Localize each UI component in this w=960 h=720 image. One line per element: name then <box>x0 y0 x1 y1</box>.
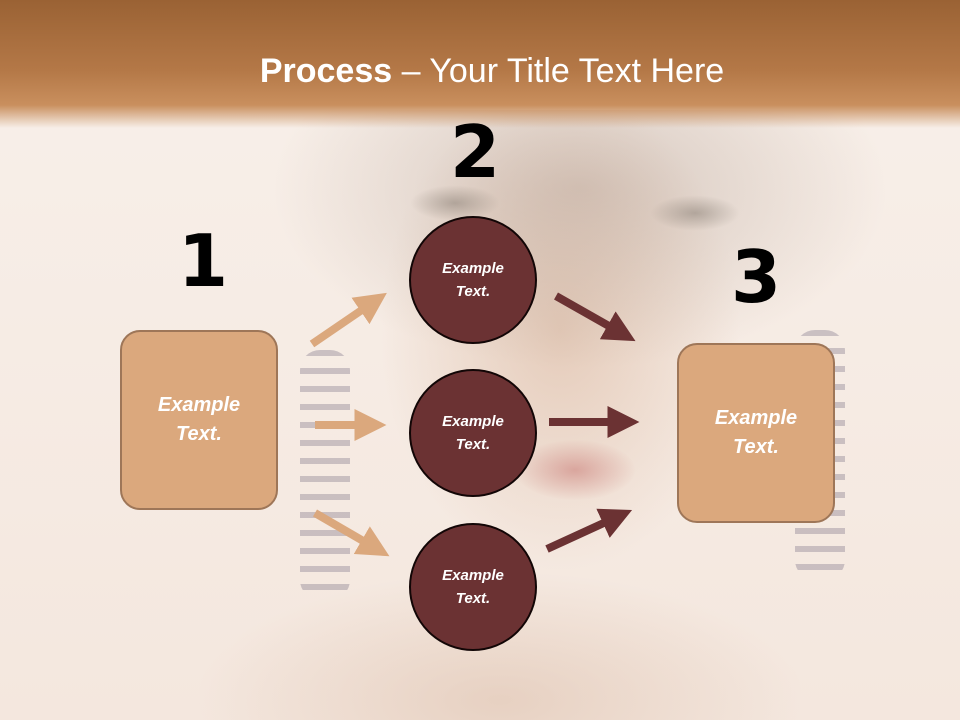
title-bold: Process <box>259 52 393 90</box>
right-eye-shading <box>650 195 740 231</box>
circle-top: Example Text. <box>409 216 537 344</box>
circle-bottom-line2: Text. <box>455 590 491 607</box>
step-3-line2: Text. <box>733 436 779 458</box>
left-eye-shading <box>410 185 500 221</box>
step-1-box: Example Text. <box>120 330 278 510</box>
step-3-line1: Example <box>714 407 798 429</box>
step-number-1: 1 <box>178 219 229 303</box>
lips-shading <box>515 440 635 500</box>
title-bar <box>0 0 960 128</box>
step-3-box: Example Text. <box>677 343 835 523</box>
arrow-1-to-top <box>309 292 387 348</box>
left-earring <box>300 350 350 600</box>
circle-bottom-line1: Example <box>442 567 504 584</box>
arrow-1-to-bottom <box>312 509 390 557</box>
step-number-2: 2 <box>450 110 501 194</box>
arrow-top-to-3 <box>554 292 636 342</box>
circle-middle-line2: Text. <box>455 436 491 453</box>
arrow-bottom-to-3 <box>545 508 633 553</box>
step-number-3: 3 <box>731 235 782 319</box>
circle-middle: Example Text. <box>409 369 537 497</box>
hair-shading <box>270 110 890 370</box>
slide-title: Process – Your Title Text Here <box>0 52 960 91</box>
circle-top-line1: Example <box>442 260 504 277</box>
circle-bottom: Example Text. <box>409 523 537 651</box>
circle-top-line2: Text. <box>455 283 491 300</box>
title-rest: – Your Title Text Here <box>392 52 725 90</box>
step-1-line1: Example <box>157 394 241 416</box>
circle-middle-line1: Example <box>442 413 504 430</box>
step-1-line2: Text. <box>176 423 222 445</box>
